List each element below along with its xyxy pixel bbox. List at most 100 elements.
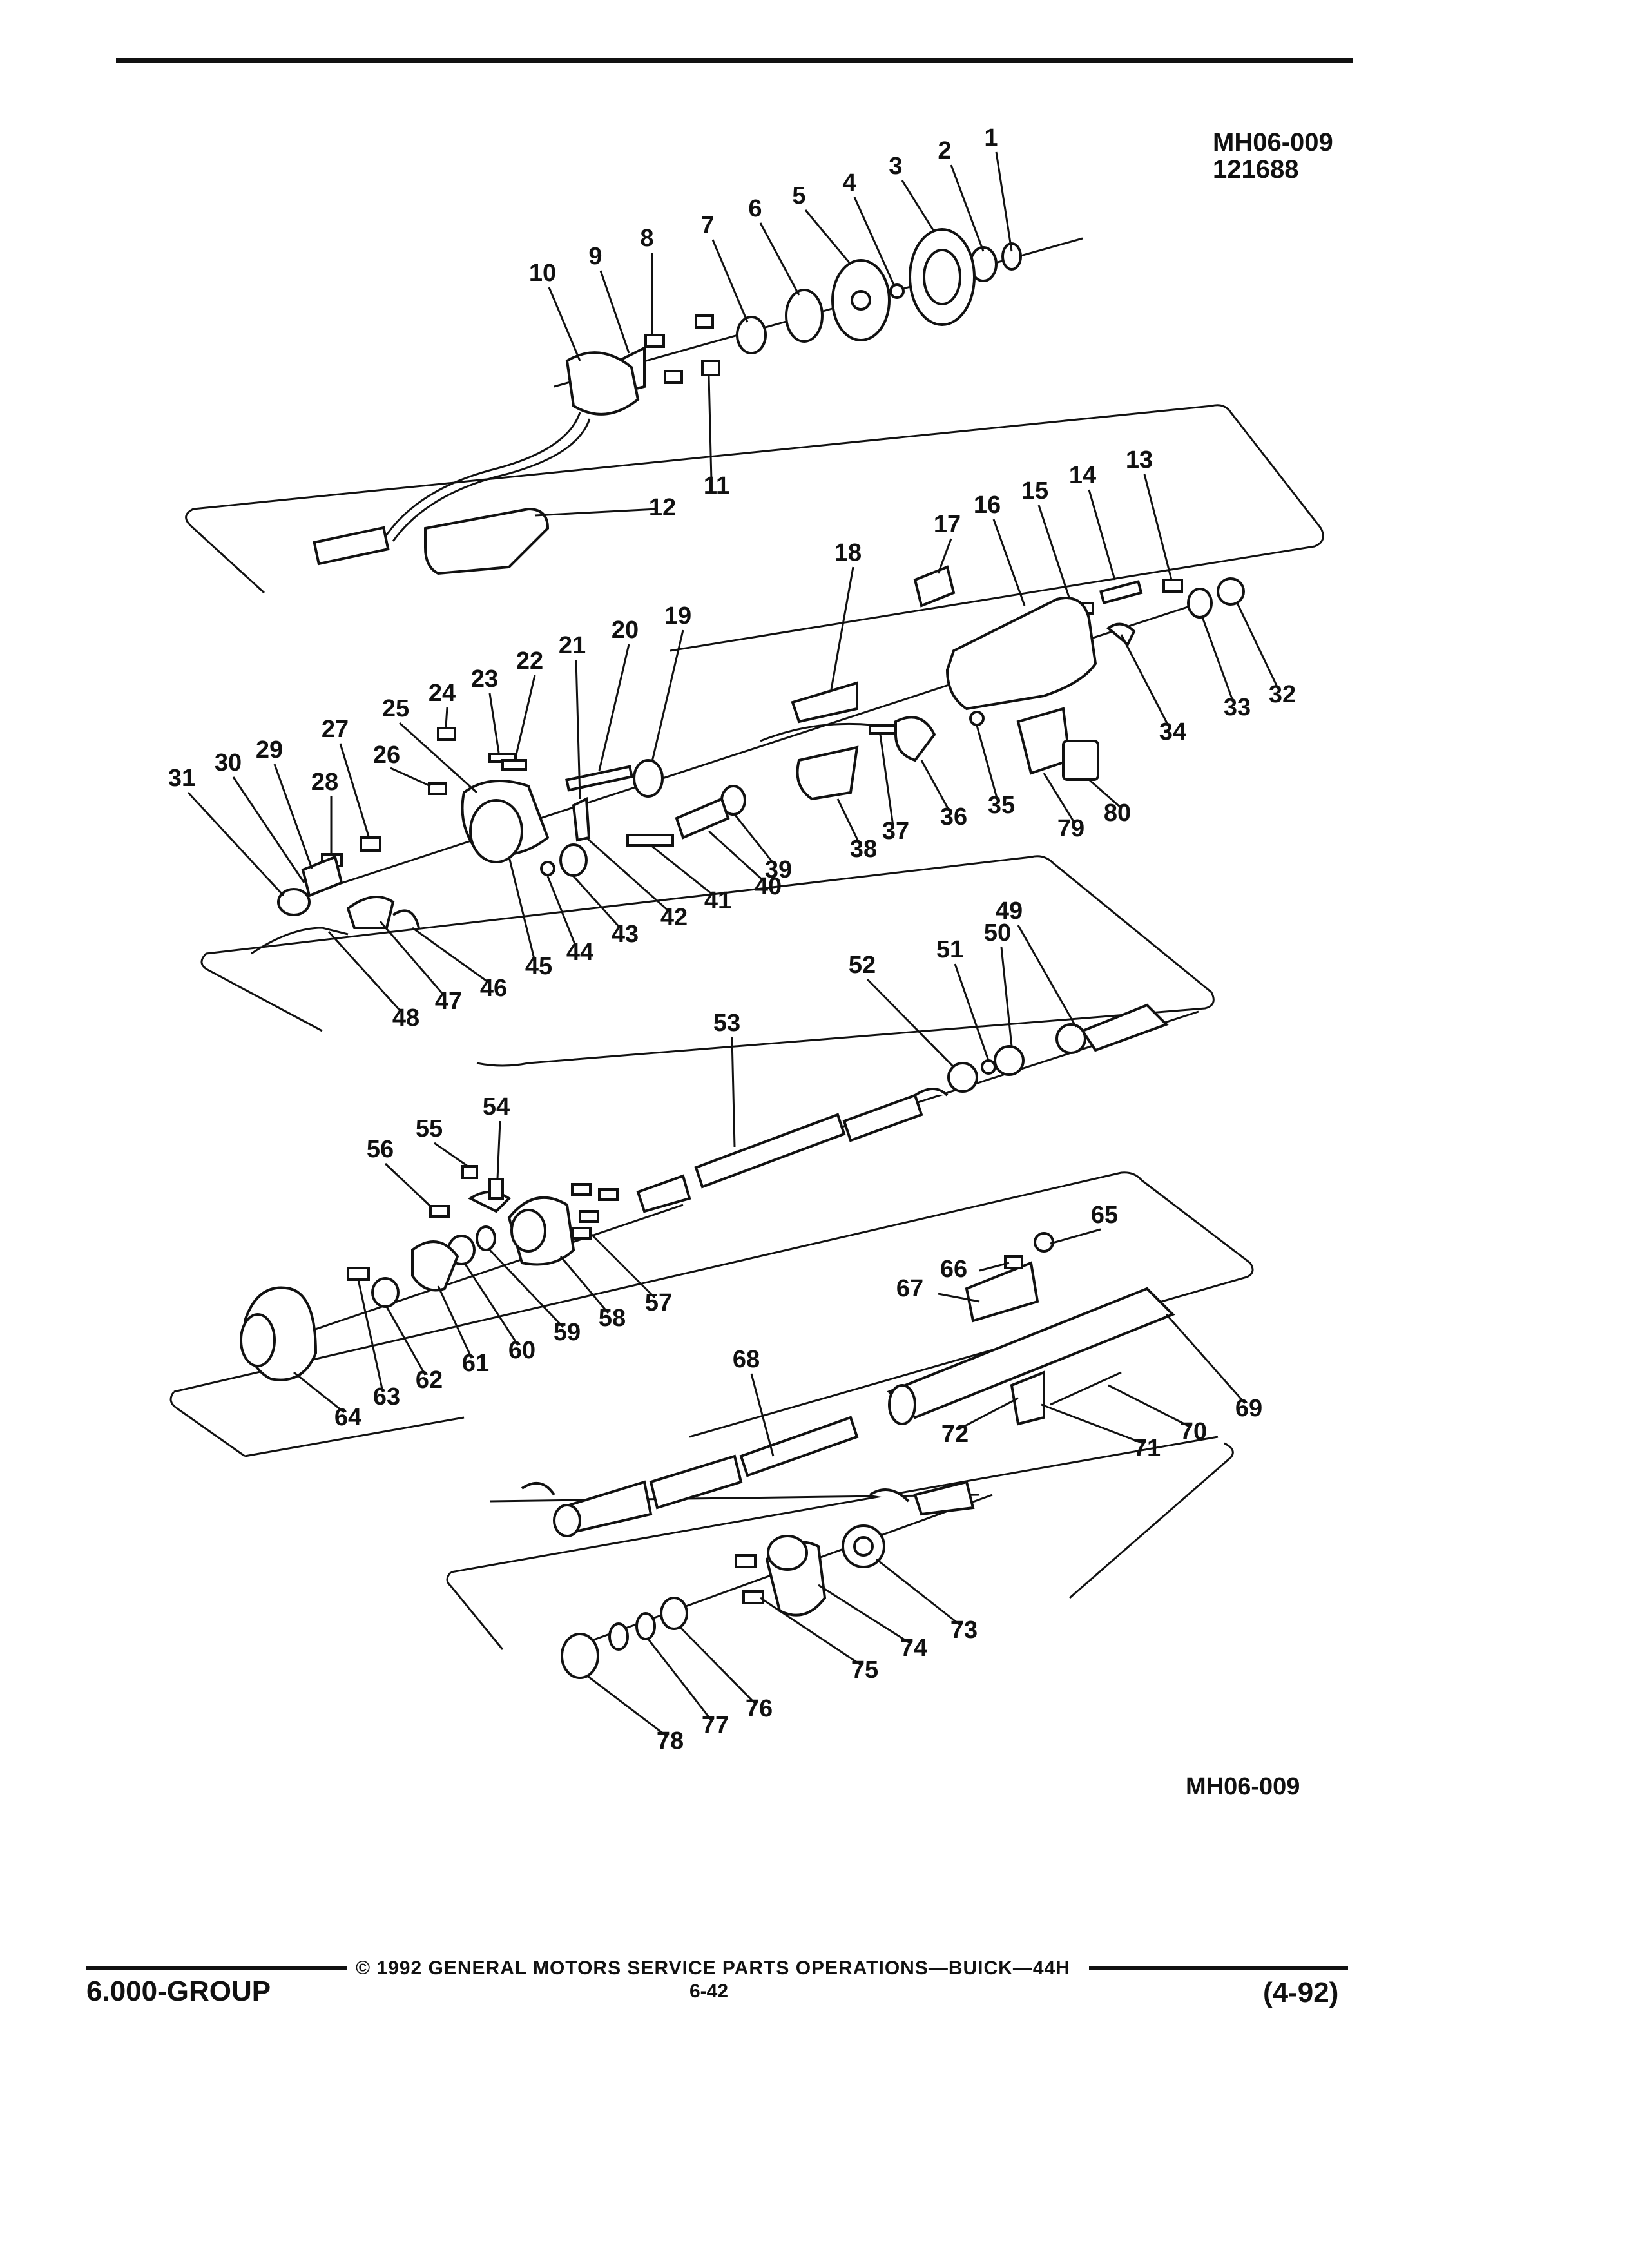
callout-17: 17 — [934, 511, 961, 538]
callout-43: 43 — [612, 921, 639, 948]
callout-47: 47 — [435, 988, 462, 1015]
part-36-switch — [894, 716, 936, 762]
part-6-disc — [785, 289, 824, 343]
callout-55: 55 — [416, 1115, 443, 1142]
part-38-sector — [796, 745, 859, 801]
part-13-screw — [1162, 579, 1183, 593]
part-56-screw — [429, 1205, 450, 1218]
callout-33: 33 — [1224, 694, 1251, 721]
part-63-screw — [347, 1267, 370, 1281]
callout-3: 3 — [889, 153, 902, 180]
part-21-spring — [572, 796, 591, 842]
plane-2 — [200, 855, 1215, 1067]
callout-27: 27 — [322, 716, 349, 743]
callout-59: 59 — [554, 1319, 581, 1346]
callout-35: 35 — [988, 792, 1015, 819]
part-65-screw — [1034, 1232, 1054, 1253]
callout-11: 11 — [704, 472, 729, 499]
part-34-clip — [1106, 622, 1136, 647]
callout-54: 54 — [483, 1093, 510, 1120]
part-11-screw — [701, 360, 720, 376]
drawing-id: 121688 — [1213, 155, 1299, 184]
top-rule — [116, 58, 1353, 63]
callout-37: 37 — [882, 818, 909, 845]
part-49-shaft — [1080, 1003, 1169, 1052]
callout-46: 46 — [480, 975, 507, 1002]
callout-49: 49 — [996, 898, 1023, 925]
callout-78: 78 — [657, 1727, 684, 1754]
callout-9: 9 — [588, 243, 602, 270]
callout-32: 32 — [1269, 681, 1296, 708]
callout-68: 68 — [733, 1346, 760, 1373]
plane-3 — [169, 1171, 1254, 1457]
callout-51: 51 — [936, 936, 963, 963]
callout-16: 16 — [974, 492, 1001, 519]
part-12-cover — [424, 507, 550, 575]
part-29-lever — [301, 855, 343, 898]
part-33-washer — [1187, 588, 1213, 619]
part-47-lever — [346, 896, 395, 929]
callout-74: 74 — [900, 1635, 927, 1662]
callout-63: 63 — [373, 1383, 400, 1410]
callout-5: 5 — [792, 182, 805, 209]
part-31-bearing — [277, 888, 311, 916]
callout-77: 77 — [702, 1712, 729, 1739]
footer-rule-right — [1089, 1966, 1348, 1970]
footer-page-number: 6-42 — [689, 1981, 729, 2002]
drawing-code: MH06-009 — [1213, 128, 1333, 157]
callout-60: 60 — [508, 1337, 535, 1364]
part-62-ring — [371, 1277, 400, 1308]
part-48-rod — [251, 927, 349, 955]
bottom-drawing-code: MH06-009 — [1186, 1773, 1300, 1800]
part-24-screw — [437, 727, 456, 741]
callout-29: 29 — [256, 736, 283, 764]
callout-21: 21 — [559, 632, 586, 659]
callout-70: 70 — [1180, 1418, 1207, 1445]
part-66-screw — [1004, 1255, 1023, 1269]
callout-44: 44 — [566, 939, 593, 966]
callout-14: 14 — [1069, 462, 1096, 489]
part-18-bracket — [791, 681, 858, 724]
callout-40: 40 — [755, 873, 782, 900]
part-78-retainer — [561, 1633, 599, 1679]
callout-42: 42 — [660, 904, 688, 931]
callout-48: 48 — [392, 1004, 419, 1032]
callout-13: 13 — [1126, 447, 1153, 474]
part-67-bracket — [965, 1261, 1039, 1323]
callout-39: 39 — [765, 856, 792, 883]
part-80-actuator — [1062, 740, 1099, 781]
plane-1 — [185, 404, 1324, 652]
part-61-plate — [411, 1240, 459, 1292]
part-27-spring — [360, 836, 381, 852]
part-26-bolt — [428, 782, 447, 795]
part-16-housing — [945, 597, 1097, 711]
callout-28: 28 — [311, 769, 338, 796]
upper-assembly-parts — [313, 228, 1022, 575]
part-70-rod — [1050, 1371, 1122, 1406]
callout-36: 36 — [940, 803, 967, 831]
footer-rule-left — [86, 1966, 347, 1970]
callout-45: 45 — [525, 953, 552, 980]
callout-10: 10 — [529, 260, 556, 287]
callout-65: 65 — [1091, 1202, 1118, 1229]
part-76-ring — [660, 1597, 688, 1630]
part-41-pin — [626, 834, 674, 847]
callout-34: 34 — [1159, 718, 1186, 745]
part-40-spring — [675, 797, 730, 840]
callout-75: 75 — [851, 1657, 878, 1684]
callout-19: 19 — [664, 602, 691, 629]
callout-2: 2 — [938, 137, 951, 164]
plane-4 — [446, 1436, 1234, 1650]
callout-8: 8 — [640, 225, 653, 252]
callout-22: 22 — [516, 648, 543, 675]
callout-41: 41 — [704, 887, 731, 914]
axis-lines — [244, 237, 1212, 1651]
part-51-bearing — [981, 1059, 996, 1075]
part-50-spider — [994, 1045, 1025, 1076]
callout-52: 52 — [849, 952, 876, 979]
callout-58: 58 — [599, 1305, 626, 1332]
part-10-switch — [565, 351, 640, 416]
jacket-parts — [521, 1232, 1175, 1679]
callout-67: 67 — [896, 1275, 923, 1302]
